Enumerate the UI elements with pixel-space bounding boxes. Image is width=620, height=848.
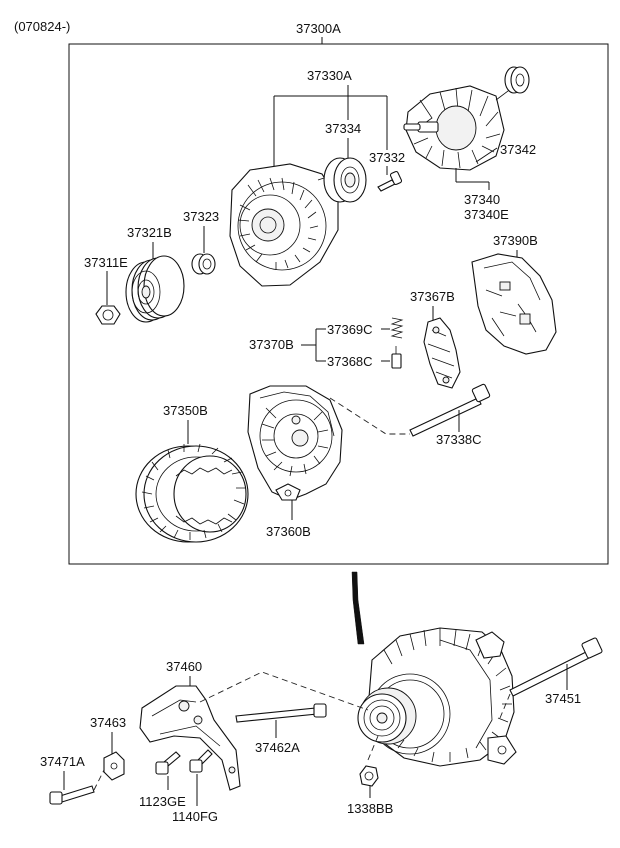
- rotor-part[interactable]: [403, 66, 530, 171]
- label-37367B[interactable]: 37367B: [410, 289, 455, 304]
- rear-cover-part[interactable]: [471, 253, 557, 355]
- label-1123GE[interactable]: 1123GE: [139, 794, 186, 809]
- regulator-part[interactable]: [423, 317, 461, 389]
- bolt-1140FG-part[interactable]: [189, 749, 213, 773]
- spacer-part[interactable]: [191, 253, 216, 275]
- label-37369C[interactable]: 37369C: [327, 322, 373, 337]
- label-37334[interactable]: 37334: [325, 121, 361, 136]
- nut-part[interactable]: [95, 305, 121, 325]
- label-37463[interactable]: 37463: [90, 715, 126, 730]
- label-37460[interactable]: 37460: [166, 659, 202, 674]
- rear-housing-part[interactable]: [247, 385, 343, 501]
- label-37332[interactable]: 37332: [369, 150, 405, 165]
- long-bolt-part[interactable]: [509, 637, 603, 697]
- spacer-block-part[interactable]: [103, 751, 125, 781]
- brush-part[interactable]: [391, 346, 402, 369]
- assembly-frame: [68, 43, 609, 565]
- through-bolt-part[interactable]: [409, 383, 491, 437]
- label-1338BB[interactable]: 1338BB: [347, 801, 393, 816]
- label-37330A[interactable]: 37330A: [307, 68, 352, 83]
- label-37338C[interactable]: 37338C: [436, 432, 482, 447]
- label-37300A[interactable]: 37300A: [296, 21, 341, 36]
- bolt-37471A-part[interactable]: [49, 785, 95, 805]
- bracket-part[interactable]: [139, 685, 241, 791]
- label-1140FG[interactable]: 1140FG: [172, 809, 218, 824]
- label-37323[interactable]: 37323: [183, 209, 219, 224]
- label-37370B[interactable]: 37370B: [249, 337, 294, 352]
- nut-1338BB-part[interactable]: [359, 765, 379, 787]
- pulley-part[interactable]: [125, 255, 185, 323]
- label-37451[interactable]: 37451: [545, 691, 581, 706]
- stud-bolt-part[interactable]: [235, 703, 327, 723]
- label-37360B[interactable]: 37360B: [266, 524, 311, 539]
- label-37350B[interactable]: 37350B: [163, 403, 208, 418]
- label-37471A[interactable]: 37471A: [40, 754, 85, 769]
- bearing-part[interactable]: [323, 157, 367, 203]
- alternator-assembly-part[interactable]: [357, 627, 517, 767]
- bolt-1123GE-part[interactable]: [155, 751, 181, 775]
- label-37342[interactable]: 37342: [500, 142, 536, 157]
- label-37462A[interactable]: 37462A: [255, 740, 300, 755]
- label-37340[interactable]: 37340: [464, 192, 500, 207]
- label-37321B[interactable]: 37321B: [127, 225, 172, 240]
- label-37340E[interactable]: 37340E: [464, 207, 509, 222]
- screw-part[interactable]: [377, 170, 403, 192]
- front-housing-part[interactable]: [229, 163, 339, 287]
- date-code-label: (070824-): [14, 19, 70, 34]
- label-37390B[interactable]: 37390B: [493, 233, 538, 248]
- label-37311E[interactable]: 37311E: [84, 255, 128, 270]
- stator-part[interactable]: [135, 443, 249, 543]
- spring-part[interactable]: [390, 317, 404, 339]
- label-37368C[interactable]: 37368C: [327, 354, 373, 369]
- assembly-arrow: [351, 571, 365, 645]
